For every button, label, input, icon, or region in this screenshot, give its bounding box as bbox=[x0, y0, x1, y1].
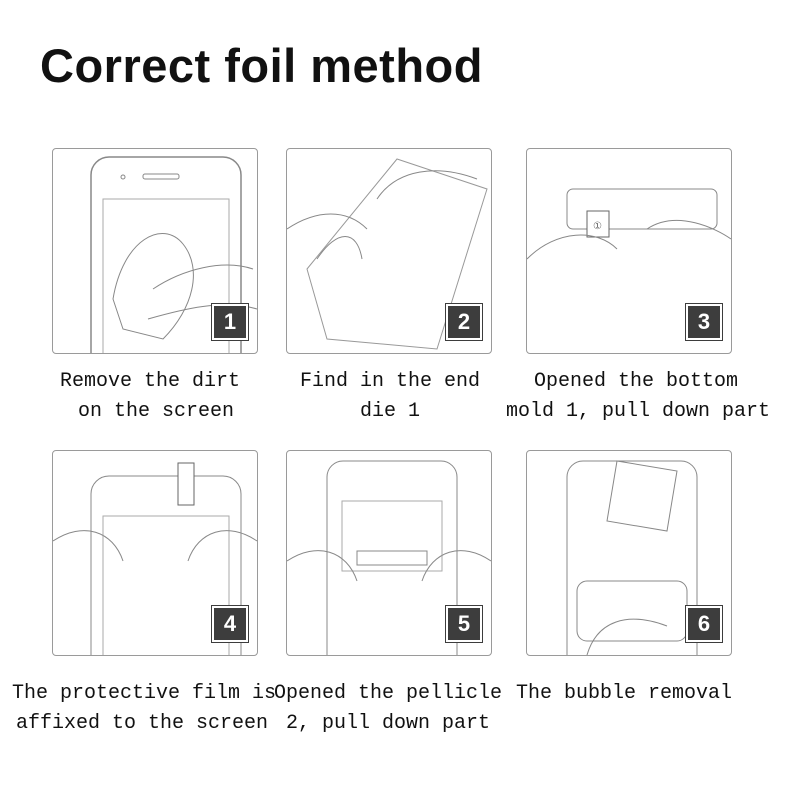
step-1-illustration: 1 bbox=[52, 148, 258, 354]
step-2-caption: Find in the end die 1 bbox=[260, 367, 520, 427]
step-number-badge: 2 bbox=[445, 303, 483, 341]
caption-line: on the screen bbox=[65, 400, 235, 423]
film-corner-icon bbox=[287, 158, 488, 350]
caption-line: mold 1, pull down part bbox=[506, 400, 771, 423]
step-4-caption: The protective film is affixed to the scr… bbox=[12, 679, 276, 739]
step-number-badge: 5 bbox=[445, 605, 483, 643]
step-number-badge: 3 bbox=[685, 303, 723, 341]
step-number-badge: 1 bbox=[211, 303, 249, 341]
caption-line: The protective film is bbox=[12, 682, 277, 705]
step-5-caption: Opened the pellicle 2, pull down part bbox=[258, 679, 518, 739]
svg-text:①: ① bbox=[593, 221, 602, 232]
step-6-caption: The bubble removal bbox=[494, 679, 754, 709]
caption-line: affixed to the screen bbox=[15, 712, 269, 735]
step-6-illustration: 6 bbox=[526, 450, 732, 656]
caption-line: The bubble removal bbox=[515, 682, 733, 705]
caption-line: 2, pull down part bbox=[285, 712, 491, 735]
step-2-illustration: 2 bbox=[286, 148, 492, 354]
step-5-illustration: 5 bbox=[286, 450, 492, 656]
step-3-caption: Opened the bottom mold 1, pull down part bbox=[506, 367, 770, 427]
caption-line: Opened the pellicle bbox=[273, 682, 503, 705]
caption-line: die 1 bbox=[359, 400, 420, 423]
peel-sticker-1-icon: ① bbox=[527, 188, 731, 260]
step-1-caption: Remove the dirt on the screen bbox=[20, 367, 280, 427]
apply-film-icon bbox=[53, 462, 257, 655]
step-3-illustration: ① 3 bbox=[526, 148, 732, 354]
step-number-badge: 6 bbox=[685, 605, 723, 643]
caption-line: Find in the end bbox=[299, 370, 481, 393]
caption-line: Remove the dirt bbox=[59, 370, 241, 393]
step-4-illustration: 4 bbox=[52, 450, 258, 656]
bubble-removal-icon bbox=[566, 460, 698, 655]
phone-cleaning-icon bbox=[90, 156, 257, 353]
page-title: Correct foil method bbox=[40, 39, 483, 92]
caption-line: Opened the bottom bbox=[533, 370, 739, 393]
peel-sticker-2-icon bbox=[287, 460, 491, 655]
step-number-badge: 4 bbox=[211, 605, 249, 643]
